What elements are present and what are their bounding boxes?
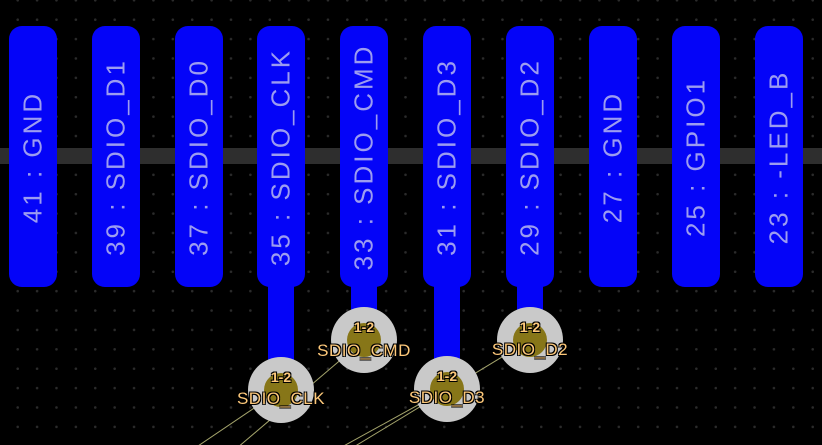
pcb-pad-37[interactable]: 37 : SDIO_D0	[175, 26, 223, 287]
pcb-pad-31[interactable]: 31 : SDIO_D3	[423, 26, 471, 287]
pcb-pad-25[interactable]: 25 : GPIO1	[672, 26, 720, 287]
via-sdio-d3[interactable]: 1-2	[414, 356, 480, 422]
via-drill	[347, 323, 381, 357]
pad-label: 39 : SDIO_D1	[100, 57, 131, 256]
via-layer-pair-label: 1-2	[353, 319, 375, 335]
pad-label: 29 : SDIO_D2	[514, 57, 545, 256]
via-layer-pair-label: 1-2	[519, 319, 541, 335]
pad-label: 27 : GND	[597, 90, 628, 223]
pad-label: 37 : SDIO_D0	[183, 57, 214, 256]
pcb-pad-39[interactable]: 39 : SDIO_D1	[92, 26, 140, 287]
pcb-pad-35[interactable]: 35 : SDIO_CLK	[257, 26, 305, 287]
via-sdio-clk[interactable]: 1-2	[248, 357, 314, 423]
pad-label: 31 : SDIO_D3	[431, 57, 462, 256]
pcb-pad-29[interactable]: 29 : SDIO_D2	[506, 26, 554, 287]
via-sdio-d2[interactable]: 1-2	[497, 307, 563, 373]
pcb-pad-41[interactable]: 41 : GND	[9, 26, 57, 287]
pcb-pad-27[interactable]: 27 : GND	[589, 26, 637, 287]
via-layer-pair-label: 1-2	[436, 368, 458, 384]
via-drill	[513, 323, 547, 357]
pad-label: 33 : SDIO_CMD	[348, 43, 379, 270]
net-label: SDIO_CMD	[317, 341, 411, 360]
via-drill	[264, 373, 298, 407]
pcb-pad-33[interactable]: 33 : SDIO_CMD	[340, 26, 388, 287]
net-label: SDIO_D2	[491, 340, 569, 359]
net-label: SDIO_D3	[408, 388, 486, 407]
via-sdio-cmd[interactable]: 1-2	[331, 307, 397, 373]
net-label: SDIO_CLK	[236, 389, 326, 408]
pad-label: 25 : GPIO1	[680, 76, 711, 237]
via-drill	[430, 372, 464, 406]
pad-label: 23 : -LED_B	[763, 69, 794, 244]
pad-label: 35 : SDIO_CLK	[265, 47, 296, 266]
pcb-pad-23[interactable]: 23 : -LED_B	[755, 26, 803, 287]
pad-label: 41 : GND	[17, 90, 48, 223]
via-layer-pair-label: 1-2	[270, 369, 292, 385]
